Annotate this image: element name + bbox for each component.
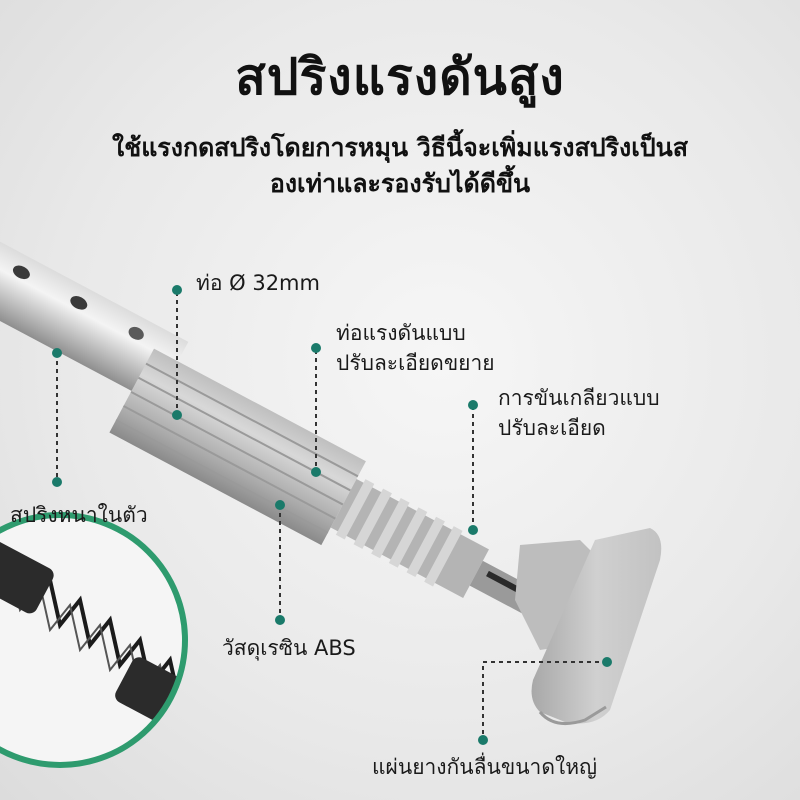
label-adjust-pipe: ท่อแรงดันแบบ ปรับละเอียดขยาย bbox=[336, 318, 495, 378]
marker-dot bbox=[52, 477, 62, 487]
ribbed-sleeve bbox=[109, 348, 545, 619]
aluminium-tube bbox=[0, 219, 189, 404]
label-thread: การขันเกลียวแบบ ปรับละเอียด bbox=[498, 383, 660, 443]
leader-lines bbox=[56, 292, 607, 740]
label-spring: สปริงหนาในตัว bbox=[10, 503, 148, 527]
subtitle-line: องเท่าและรองรับได้ดีขึ้น bbox=[269, 169, 531, 198]
label-line: ปรับละเอียด bbox=[498, 416, 606, 440]
marker-dot bbox=[602, 657, 612, 667]
marker-dot bbox=[311, 343, 321, 353]
subtitle-line: ใช้แรงกดสปริงโดยการหมุน วิธีนี้จะเพิ่มแร… bbox=[112, 133, 688, 162]
label-pad: แผ่นยางกันลื่นขนาดใหญ่ bbox=[372, 755, 597, 779]
marker-dot bbox=[478, 735, 488, 745]
label-line: ท่อแรงดันแบบ bbox=[336, 321, 466, 345]
spring-inset bbox=[0, 512, 188, 768]
marker-dot bbox=[275, 500, 285, 510]
label-pipe: ท่อ Ø 32mm bbox=[196, 271, 320, 295]
page-title: สปริงแรงดันสูง bbox=[235, 48, 565, 106]
rubber-foot-pad bbox=[515, 528, 662, 726]
marker-dot bbox=[468, 400, 478, 410]
marker-dot bbox=[172, 285, 182, 295]
marker-dots bbox=[52, 285, 612, 745]
label-material: วัสดุเรซิน ABS bbox=[222, 636, 356, 660]
marker-dot bbox=[275, 615, 285, 625]
label-line: การขันเกลียวแบบ bbox=[498, 386, 660, 410]
label-line: ปรับละเอียดขยาย bbox=[336, 351, 495, 375]
marker-dot bbox=[468, 525, 478, 535]
subtitle: ใช้แรงกดสปริงโดยการหมุน วิธีนี้จะเพิ่มแร… bbox=[40, 130, 760, 202]
marker-dot bbox=[311, 467, 321, 477]
marker-dot bbox=[172, 410, 182, 420]
marker-dot bbox=[52, 348, 62, 358]
